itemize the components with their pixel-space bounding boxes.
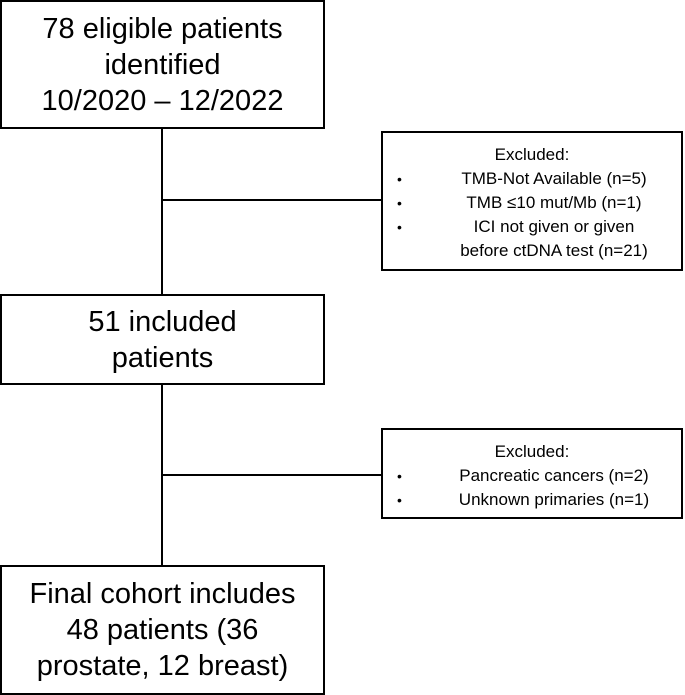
box-included-line-1: 51 included	[88, 305, 237, 338]
bullet-icon: •	[397, 219, 402, 235]
branch-line-exclusion-1	[161, 199, 382, 201]
exclusion-2-item-1-text: Pancreatic cancers (n=2)	[459, 466, 649, 485]
bullet-icon: •	[397, 492, 402, 508]
exclusion-1-item-3-text-line-2: before ctDNA test (n=21)	[460, 241, 648, 260]
bullet-icon: •	[397, 468, 402, 484]
exclusion-2-item-2-text: Unknown primaries (n=1)	[458, 490, 650, 509]
exclusion-1-item-tmb-not-available: • TMB-Not Available (n=5)	[383, 167, 681, 191]
branch-line-exclusion-2	[161, 474, 382, 476]
exclusion-1-item-tmb-low: • TMB ≤10 mut/Mb (n=1)	[383, 191, 681, 215]
bullet-icon: •	[397, 171, 402, 187]
box-final-line-2: 48 patients (36	[66, 614, 259, 646]
exclusion-1-item-2-text: TMB ≤10 mut/Mb (n=1)	[466, 193, 642, 212]
exclusion-2-header: Excluded:	[494, 442, 570, 461]
bullet-icon: •	[397, 195, 402, 211]
box-eligible-patients-identified: 78 eligible patients identified 10/2020 …	[0, 0, 325, 129]
exclusion-1-item-ici-not-given: • ICI not given or given before ctDNA te…	[383, 215, 681, 263]
exclusion-1-item-3-text-line-1: ICI not given or given	[473, 217, 635, 236]
exclusion-2-item-unknown-primaries: • Unknown primaries (n=1)	[383, 488, 681, 512]
box-final-line-3: prostate, 12 breast)	[36, 650, 289, 682]
box-identified-line-2: identified	[104, 48, 221, 81]
box-identified-line-3: 10/2020 – 12/2022	[41, 84, 284, 117]
exclusion-box-2: Excluded: • Pancreatic cancers (n=2) • U…	[381, 428, 683, 519]
box-included-line-2: patients	[111, 341, 214, 374]
box-final-cohort: Final cohort includes 48 patients (36 pr…	[0, 565, 325, 695]
exclusion-2-item-pancreatic: • Pancreatic cancers (n=2)	[383, 464, 681, 488]
box-included-patients: 51 included patients	[0, 294, 325, 385]
exclusion-1-header: Excluded:	[494, 145, 570, 164]
box-final-line-1: Final cohort includes	[29, 578, 296, 610]
flow-arrow-identified-to-included	[161, 128, 163, 295]
box-identified-line-1: 78 eligible patients	[42, 12, 283, 45]
exclusion-box-1: Excluded: • TMB-Not Available (n=5) • TM…	[381, 131, 683, 271]
exclusion-1-item-1-text: TMB-Not Available (n=5)	[461, 169, 647, 188]
